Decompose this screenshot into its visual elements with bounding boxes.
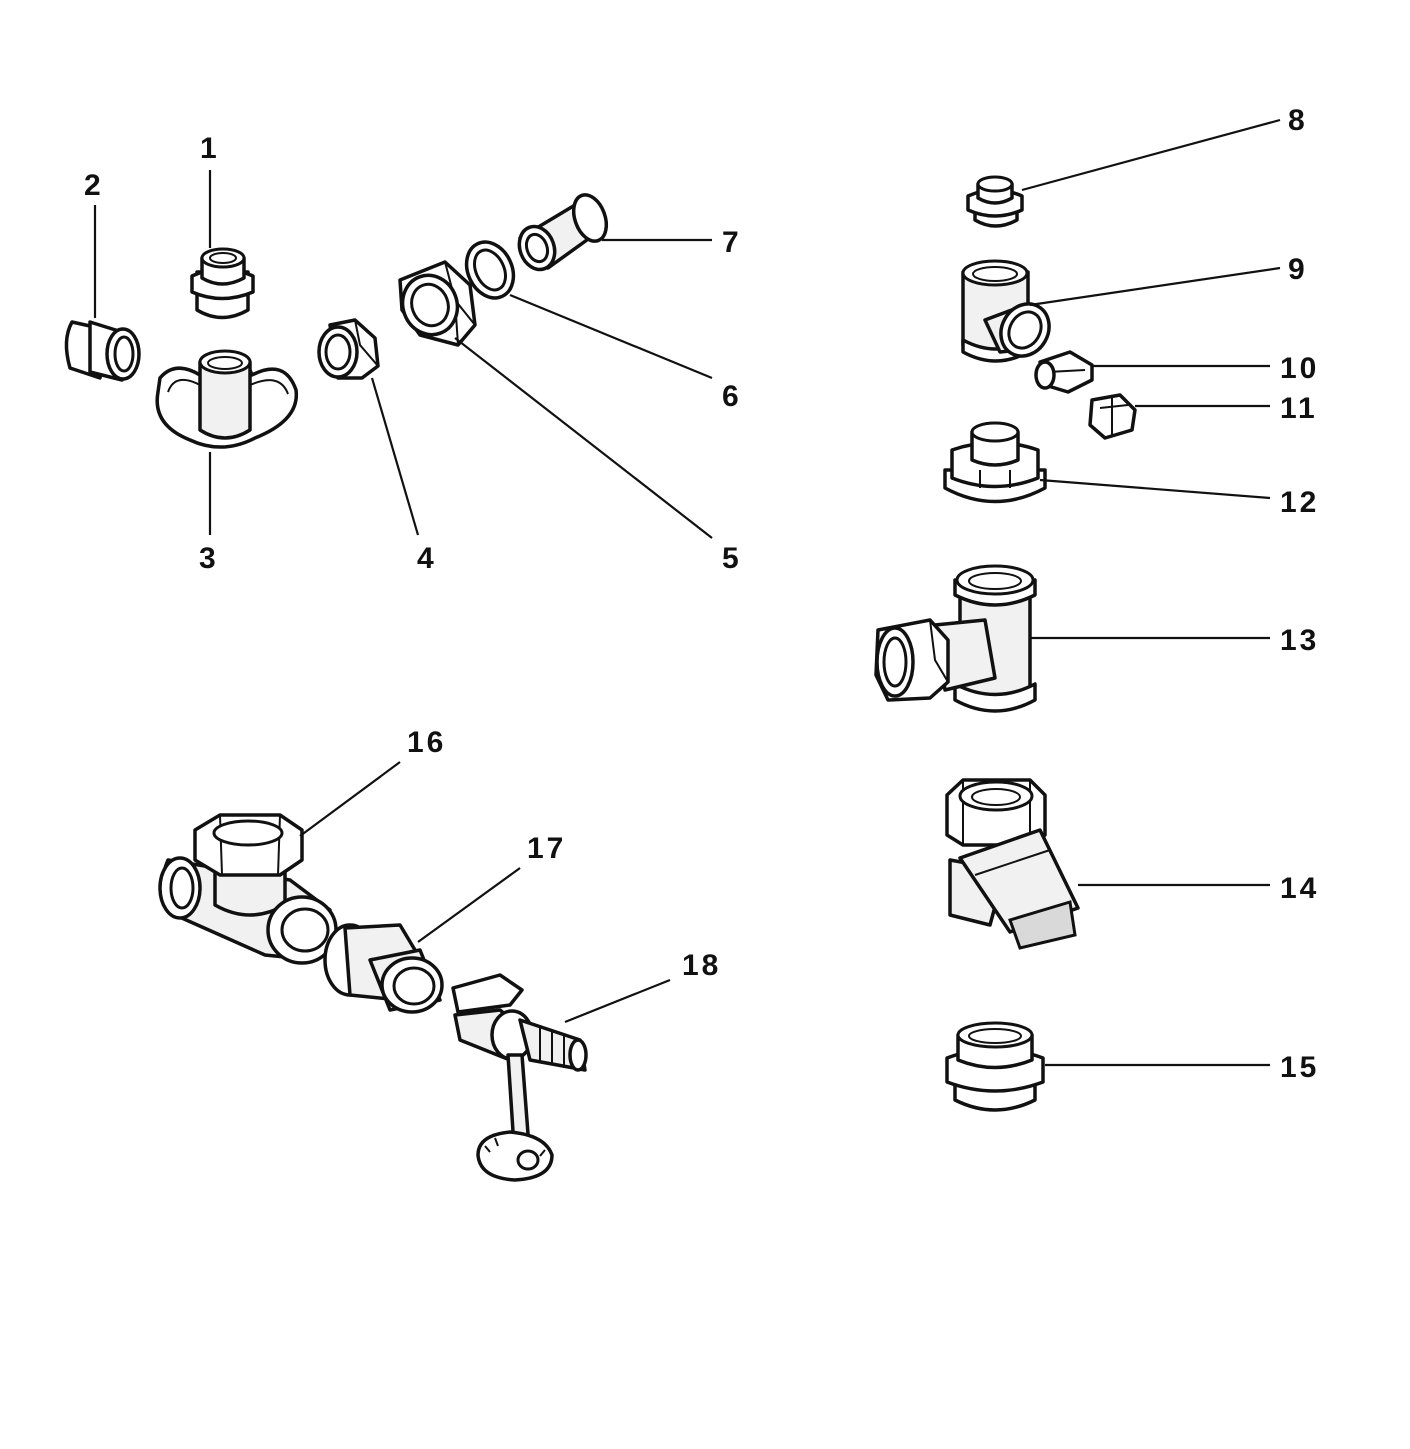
callout-18: 18 <box>682 949 721 982</box>
callout-11: 11 <box>1280 392 1318 425</box>
callout-labels: 1 2 3 4 5 6 7 8 9 10 11 12 13 14 15 16 1… <box>84 104 1319 1084</box>
part-10-hex-nipple <box>1034 350 1094 394</box>
callout-3: 3 <box>199 542 219 575</box>
leader-17 <box>417 867 521 943</box>
leader-18 <box>564 978 671 1024</box>
part-2-nipple <box>64 320 141 382</box>
leader-12 <box>1039 478 1271 500</box>
leader-16 <box>299 761 401 837</box>
callout-4: 4 <box>417 542 437 575</box>
callout-17: 17 <box>527 832 566 865</box>
leader-9 <box>1029 266 1281 307</box>
part-18-drain-valve <box>451 973 588 1182</box>
part-17-union-tail <box>323 923 444 1014</box>
callout-10: 10 <box>1280 352 1319 385</box>
part-8-nipple <box>966 175 1024 228</box>
part-14-angled-union <box>945 778 1080 950</box>
leader-5 <box>454 337 713 539</box>
part-6-washer <box>464 240 516 300</box>
callout-12: 12 <box>1280 486 1319 519</box>
part-16-hex-tee <box>158 813 338 965</box>
callout-13: 13 <box>1280 624 1319 657</box>
part-13-union-tee <box>874 564 1037 713</box>
leader-8 <box>1021 118 1281 192</box>
part-4-hex-nipple <box>317 318 380 380</box>
callout-7: 7 <box>722 226 742 259</box>
callout-2: 2 <box>84 169 104 202</box>
callout-5: 5 <box>722 542 742 575</box>
leader-lines <box>93 118 1281 1067</box>
callout-14: 14 <box>1280 872 1319 905</box>
callout-15: 15 <box>1280 1051 1319 1084</box>
leader-4 <box>370 377 420 536</box>
part-15-nipple <box>945 1021 1045 1112</box>
part-9-tee <box>961 259 1051 363</box>
part-1-nipple <box>190 247 255 320</box>
part-12-reducing-bush <box>943 421 1047 504</box>
leader-6 <box>509 293 713 380</box>
callout-1: 1 <box>200 132 220 165</box>
callout-6: 6 <box>722 380 742 413</box>
callout-8: 8 <box>1288 104 1308 137</box>
part-3-wall-plate <box>155 349 299 449</box>
callout-9: 9 <box>1288 253 1308 286</box>
callout-16: 16 <box>407 726 446 759</box>
part-5-union-nut <box>398 260 477 347</box>
part-11-plug <box>1088 393 1137 440</box>
part-7-tail-piece <box>517 193 609 272</box>
